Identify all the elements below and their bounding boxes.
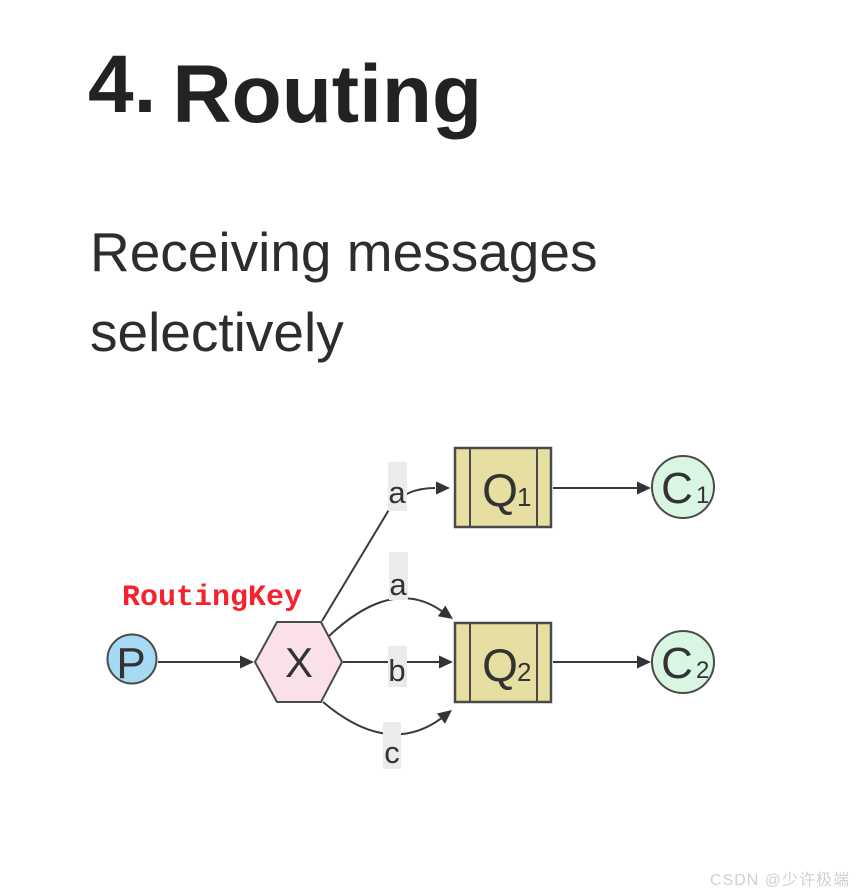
edge-exchange-to-queue2-a (327, 597, 453, 638)
routing-key-label: RoutingKey (122, 581, 302, 615)
binding-key-label: a (389, 567, 407, 602)
producer-label: P (116, 639, 145, 688)
binding-key-label: c (384, 735, 400, 770)
arrow-head (240, 655, 254, 669)
arrow-head (439, 655, 453, 669)
watermark: CSDN @少许极端 (709, 872, 850, 889)
arrow-head (437, 710, 452, 724)
exchange-label: X (285, 639, 313, 686)
producer-node: P (106, 633, 158, 688)
exchange-node: X (253, 621, 344, 703)
label-highlight (388, 646, 407, 687)
queue1-subscript: 1 (517, 482, 531, 512)
queue1-node: Q 1 (453, 446, 553, 529)
consumer2-node: C 2 (651, 630, 715, 694)
page-subtitle: Receiving messages selectively (90, 221, 598, 363)
label-highlight (389, 552, 408, 600)
arrow-head (436, 481, 450, 495)
queue2-node: Q 2 (453, 621, 553, 704)
arrow-head (637, 481, 651, 495)
binding-key-q2-b: b (388, 646, 407, 688)
title-number: 4. (88, 39, 157, 130)
binding-key-q2-c: c (383, 722, 401, 770)
arrow-head (437, 605, 453, 619)
consumer2-subscript: 2 (696, 657, 709, 684)
binding-key-q2-a: a (389, 552, 408, 602)
queue1-label: Q (482, 464, 518, 516)
edge-queue1-to-consumer1 (553, 481, 651, 495)
consumer2-label: C (661, 639, 693, 688)
page-title: 4.Routing (88, 39, 483, 147)
edge-queue2-to-consumer2 (553, 655, 651, 669)
title-word: Routing (172, 49, 483, 140)
label-highlight (383, 722, 401, 769)
queue2-subscript: 2 (517, 657, 531, 687)
binding-key-q1-a: a (388, 462, 407, 511)
binding-key-label: b (388, 653, 405, 688)
edge-producer-to-exchange (158, 655, 254, 669)
consumer1-node: C 1 (651, 455, 715, 519)
label-highlight (388, 462, 407, 511)
consumer1-subscript: 1 (696, 482, 709, 509)
arrow-head (637, 655, 651, 669)
consumer1-label: C (661, 464, 693, 513)
queue2-label: Q (482, 639, 518, 691)
binding-key-label: a (388, 475, 406, 510)
